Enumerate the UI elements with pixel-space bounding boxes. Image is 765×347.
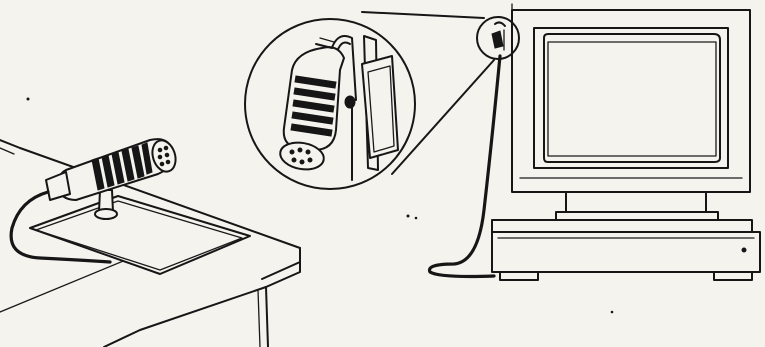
computer-monitor (512, 4, 750, 220)
desk-mat (30, 196, 250, 274)
computer-base-unit (492, 220, 760, 280)
zoom-callout (245, 12, 494, 189)
